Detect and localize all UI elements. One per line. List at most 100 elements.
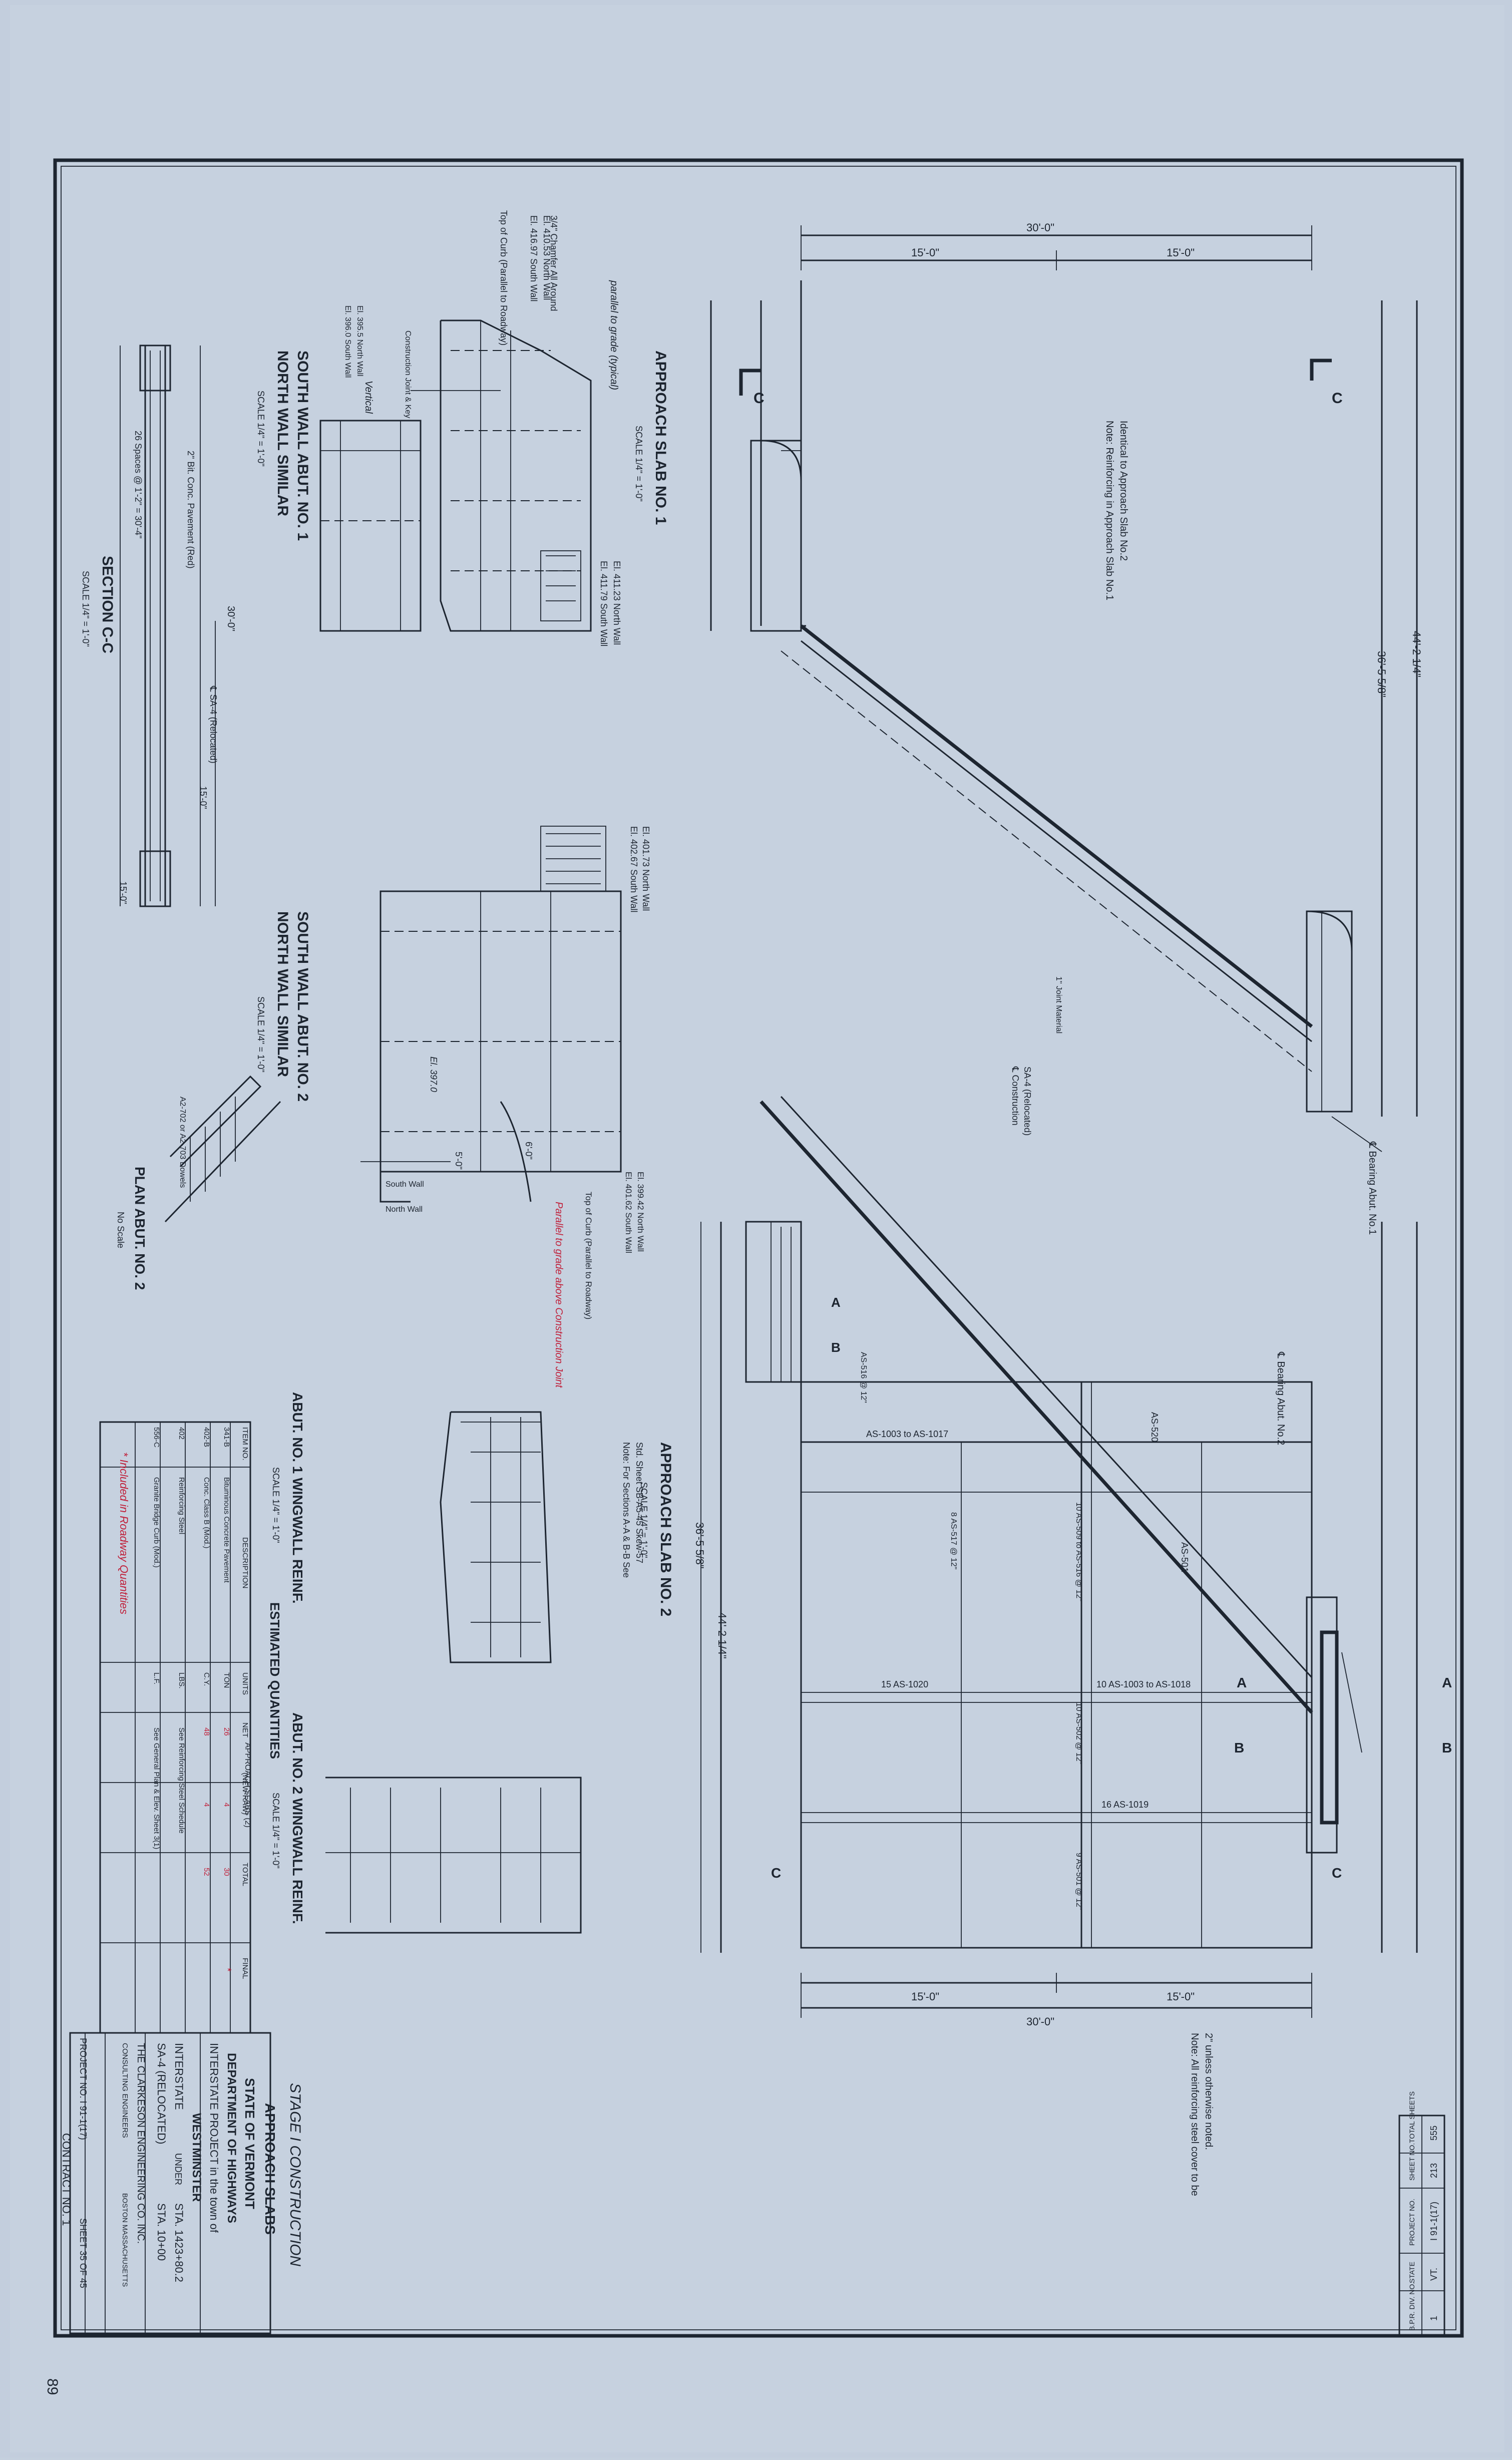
plan-as516: AS-516 @ 12" xyxy=(859,1352,868,1403)
as1-top-curb: Top of Curb (Parallel to Roadway) xyxy=(499,210,509,345)
plan-dim-30b: 30'-0" xyxy=(1026,2015,1054,2028)
sw1-title2: NORTH WALL SIMILAR xyxy=(274,350,291,516)
as1-el-north2: El. 411.23 North Wall xyxy=(612,561,622,645)
section-marker-c-top: C C xyxy=(739,359,1343,407)
south-wall-abut-2: SOUTH WALL ABUT. NO. 2 NORTH WALL SIMILA… xyxy=(256,826,651,1388)
plan-note1: Note: Reinforcing in Approach Slab No.1 xyxy=(1104,421,1115,600)
svg-text:48: 48 xyxy=(202,1727,211,1736)
svg-text:*: * xyxy=(222,1968,233,1972)
svg-text:C: C xyxy=(753,390,765,407)
svg-text:See General Plan & Elev. Sheet: See General Plan & Elev. Sheet 3(1) xyxy=(152,1727,161,1849)
ww2-scale: SCALE 1/4" = 1'-0" xyxy=(271,1793,281,1869)
svg-text:A: A xyxy=(831,1295,841,1310)
sw2-el2: El. 401.73 North Wall xyxy=(641,826,651,911)
plan-as520: AS-520 xyxy=(1150,1412,1160,1442)
plan-as1003-1018: 10 AS-1003 to AS-1018 xyxy=(1096,1679,1191,1689)
sw2-scale: SCALE 1/4" = 1'-0" xyxy=(256,996,266,1073)
plan-dim-15b: 15'-0" xyxy=(1167,246,1195,259)
qt-footnote: * Included in Roadway Quantities xyxy=(118,1452,130,1614)
plan-dim-15c: 15'-0" xyxy=(911,1990,939,2003)
sw2-el4: El. 401.62 South Wall xyxy=(624,1172,633,1253)
svg-text:402: 402 xyxy=(177,1427,186,1440)
plan-dim-15d: 15'-0" xyxy=(1167,1990,1195,2003)
title-block: STAGE I CONSTRUCTION APPROACH SLABS STAT… xyxy=(44,2032,303,2395)
svg-text:Reinforcing Steel: Reinforcing Steel xyxy=(177,1477,186,1534)
ct-v2: I 91-1(17) xyxy=(1429,2202,1439,2241)
cc-title: SECTION C-C xyxy=(99,556,116,653)
ct-h0: B.P.R. DIV. NO. xyxy=(1408,2282,1416,2331)
paper xyxy=(10,5,1504,2452)
svg-text:C: C xyxy=(771,1865,781,1881)
sw2-el5: El. 399.42 North Wall xyxy=(636,1172,645,1252)
svg-text:B: B xyxy=(1234,1740,1244,1755)
pa2-scale: No Scale xyxy=(116,1212,126,1248)
corner-table: B.P.R. DIV. NO. STATE PROJECT NO. SHEET … xyxy=(1398,2091,1445,2337)
tb-city: BOSTON MASSACHUSETTS xyxy=(121,2193,129,2287)
sw2-south-wall: South Wall xyxy=(386,1180,424,1189)
qt-h-desc: DESCRIPTION xyxy=(241,1537,249,1589)
ct-v0: 1 xyxy=(1429,2316,1439,2321)
qt-h-item: ITEM NO. xyxy=(241,1427,249,1461)
tb-project-line: INTERSTATE PROJECT in the town of xyxy=(208,2043,220,2233)
south-wall-abut-1: SOUTH WALL ABUT. NO. 1 NORTH WALL SIMILA… xyxy=(256,350,422,632)
tb-project-no: PROJECT NO. I 91-1(17) xyxy=(78,2038,88,2140)
svg-text:See Reinforcing Steel Schedule: See Reinforcing Steel Schedule xyxy=(177,1727,186,1834)
svg-text:A: A xyxy=(1442,1675,1452,1690)
svg-text:4: 4 xyxy=(202,1803,211,1807)
as1-parallel: parallel to grade (typical) xyxy=(608,280,619,390)
qt-h-total: TOTAL xyxy=(241,1863,249,1886)
plan-dim-15a: 15'-0" xyxy=(911,246,939,259)
ct-h3: SHEET NO. xyxy=(1408,2143,1416,2181)
svg-text:4: 4 xyxy=(222,1803,231,1807)
plan-view: 30'-0" 15'-0" 15'-0" xyxy=(693,221,1452,2196)
tb-stage: STAGE I CONSTRUCTION xyxy=(287,2083,303,2266)
svg-text:556-C: 556-C xyxy=(152,1427,161,1448)
wingwall-2-reinf: ABUT. NO. 2 WINGWALL REINF. SCALE 1/4" =… xyxy=(271,1712,582,1934)
tb-corner-number: 89 xyxy=(44,2378,61,2395)
qt-h-new: (NEW-RAW) xyxy=(241,1773,249,1815)
sw2-title2: NORTH WALL SIMILAR xyxy=(274,911,291,1077)
plan-as1003-1017: AS-1003 to AS-1017 xyxy=(866,1429,948,1439)
plan-note2: Identical to Approach Slab No.2 xyxy=(1118,421,1129,561)
plan-dim-36b: 36'-5 5/8" xyxy=(693,1522,706,1569)
plan-as501: AS-501 xyxy=(1180,1542,1190,1572)
svg-text:30: 30 xyxy=(222,1868,231,1876)
as1-el-south: El. 416.97 South Wall xyxy=(529,215,539,301)
ww1-title: ABUT. NO. 1 WINGWALL REINF. xyxy=(290,1392,305,1604)
ct-h2: PROJECT NO. xyxy=(1408,2199,1416,2246)
cc-dim15b: 15'-0" xyxy=(118,881,128,904)
ww2-title: ABUT. NO. 2 WINGWALL REINF. xyxy=(290,1712,305,1924)
svg-text:Bituminous Concrete Pavement: Bituminous Concrete Pavement xyxy=(222,1477,231,1583)
tb-dept: DEPARTMENT OF HIGHWAYS xyxy=(225,2053,238,2223)
qt-row-2: 402 Reinforcing Steel LBS. See Reinforci… xyxy=(177,1427,186,1834)
as1-key: Construction Joint & Key xyxy=(404,330,412,418)
svg-text:52: 52 xyxy=(202,1868,211,1876)
cc-dim30: 30'-0" xyxy=(225,606,236,631)
plan-note4: 2" unless otherwise noted. xyxy=(1203,2033,1214,2150)
tb-sheet-title: APPROACH SLABS xyxy=(262,2103,278,2235)
approach-slab-1-detail: APPROACH SLAB NO. 1 SCALE 1/4" = 1'-0" p… xyxy=(343,210,669,646)
tb-sta2: STA. 10+00 xyxy=(155,2203,168,2261)
ct-v3: 213 xyxy=(1429,2163,1439,2178)
qt-h-net: NET xyxy=(241,1722,249,1737)
as2-title: APPROACH SLAB NO. 2 xyxy=(657,1442,674,1616)
svg-text:C: C xyxy=(1332,1865,1342,1881)
as1-scale: SCALE 1/4" = 1'-0" xyxy=(634,426,644,502)
sw2-el3: El. 397.0 xyxy=(429,1057,439,1092)
svg-text:LBS.: LBS. xyxy=(177,1672,186,1689)
plan-abut-2: PLAN ABUT. NO. 2 No Scale A2-702 or A2-7… xyxy=(116,1075,281,1290)
cc-dim15a: 15'-0" xyxy=(198,786,208,809)
svg-text:B: B xyxy=(1442,1740,1452,1755)
section-marker-a: A A A xyxy=(831,1295,1452,1690)
qt-row-1: 402-B Conc. Class B (Mod.) C.Y. 48 4 52 xyxy=(202,1427,211,1876)
sw2-title1: SOUTH WALL ABUT. NO. 2 xyxy=(294,911,311,1102)
plan-dim-44b: 44'-2 1/4" xyxy=(716,1612,728,1659)
cc-relocated: ℄ SA-4 (Relocated) xyxy=(208,685,218,764)
as2-note2: Std. Sheet SB-A5-45 Skew-57 xyxy=(634,1442,644,1563)
as1-vertical: Vertical xyxy=(363,381,374,414)
sw2-north-wall: North Wall xyxy=(386,1205,423,1214)
svg-text:Conc. Class B (Mod.): Conc. Class B (Mod.) xyxy=(202,1477,211,1549)
plan-as509: 10 AS-509 to AS-516 @ 12" xyxy=(1074,1502,1083,1601)
